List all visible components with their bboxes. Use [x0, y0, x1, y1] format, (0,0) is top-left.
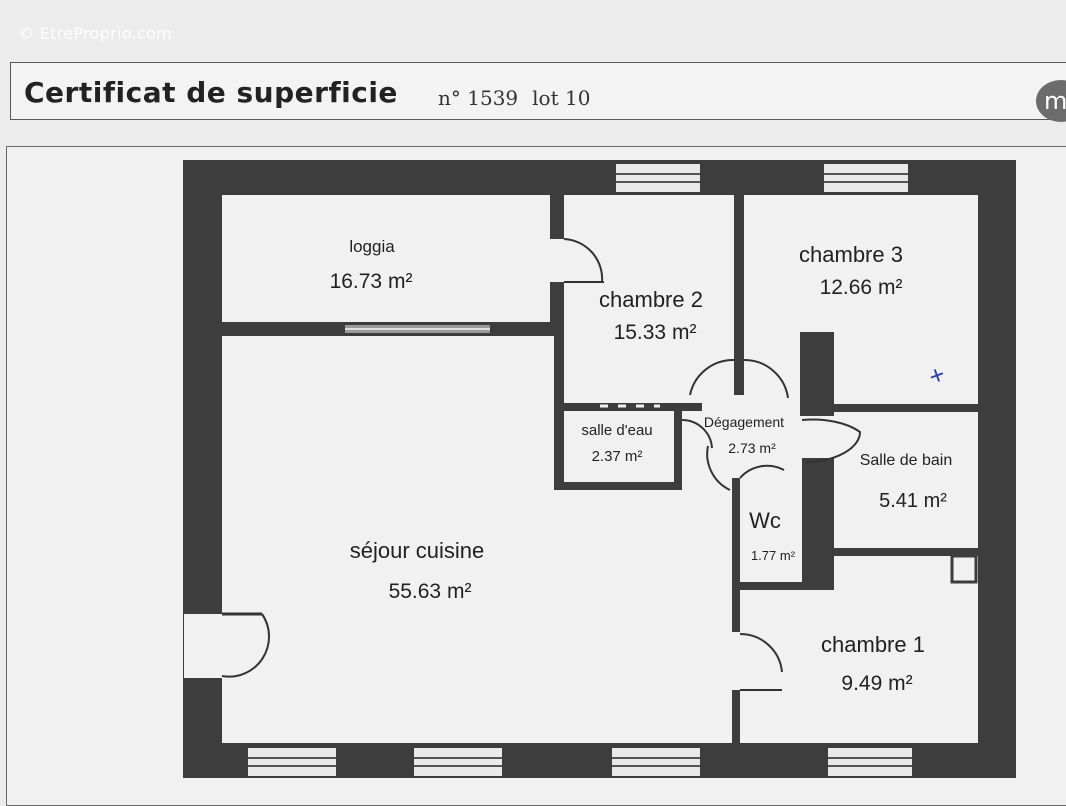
window-bottom-3	[612, 748, 700, 776]
certificate-header	[10, 62, 1066, 120]
chambre1-door-swing	[739, 632, 783, 673]
room-salle-bain-area: 5.41 m²	[879, 490, 947, 512]
window-bottom-2	[414, 748, 502, 776]
sejour-door-swing	[706, 445, 731, 491]
watermark: © EtreProprio.com	[18, 24, 172, 43]
entrance-opening	[184, 614, 222, 678]
bain-door-swing	[801, 418, 862, 463]
wall-wc-left	[732, 478, 740, 586]
room-sejour-area: 55.63 m²	[388, 580, 472, 603]
wall-chambre2-chambre3	[734, 195, 744, 395]
room-degagement-area: 2.73 m²	[728, 440, 776, 456]
wall-chambre1-top	[734, 582, 834, 590]
window-bottom-1	[248, 748, 336, 776]
window-bottom-4	[828, 748, 912, 776]
salle-eau-door-swing	[681, 418, 713, 449]
room-chambre3-area: 12.66 m²	[819, 276, 903, 299]
certificate-reference: n° 1539 lot 10	[438, 86, 604, 110]
room-salle-eau-name: salle d'eau	[581, 422, 653, 439]
wc-door-swing	[739, 464, 785, 479]
wall-bain-bottom	[834, 548, 978, 556]
room-chambre1-area: 9.49 m²	[841, 672, 913, 695]
technical-duct	[800, 332, 834, 416]
duct-small	[950, 554, 978, 584]
wall-sejour-chambre1	[732, 586, 740, 632]
room-degagement-name: Dégagement	[703, 414, 785, 430]
room-salle-eau-area: 2.37 m²	[591, 448, 643, 465]
certificate-title: Certificat de superficie	[24, 76, 398, 109]
chambre3-door-swing	[743, 358, 789, 399]
lot-number: lot 10	[532, 86, 591, 110]
certificate-number: n° 1539	[438, 86, 519, 110]
loggia-door-swing	[563, 238, 604, 283]
room-chambre3-name: chambre 3	[799, 242, 903, 267]
room-loggia-area: 16.73 m²	[329, 270, 413, 293]
wall-salle-eau-right	[674, 403, 682, 490]
room-sejour-name: séjour cuisine	[349, 538, 485, 563]
wall-salle-eau-bottom	[554, 482, 682, 490]
room-loggia-name: loggia	[349, 237, 395, 256]
room-chambre1-name: chambre 1	[821, 632, 925, 657]
room-wc-area: 1.77 m²	[750, 548, 796, 563]
wall-chambre3-bottom	[834, 404, 978, 412]
room-chambre2-area: 15.33 m²	[613, 321, 697, 344]
wall-loggia-chambre2	[550, 195, 564, 239]
chambre2-door-swing	[689, 358, 735, 396]
wall-bain-wc	[802, 458, 834, 586]
entrance-door-swing	[221, 613, 270, 678]
room-wc-name: Wc	[749, 508, 781, 533]
wall-chambre2-bottom	[554, 403, 702, 411]
room-chambre2-name: chambre 2	[599, 287, 703, 312]
window-top-2	[824, 164, 908, 192]
window-top-1	[616, 164, 700, 192]
room-salle-bain-name: Salle de bain	[859, 452, 953, 469]
